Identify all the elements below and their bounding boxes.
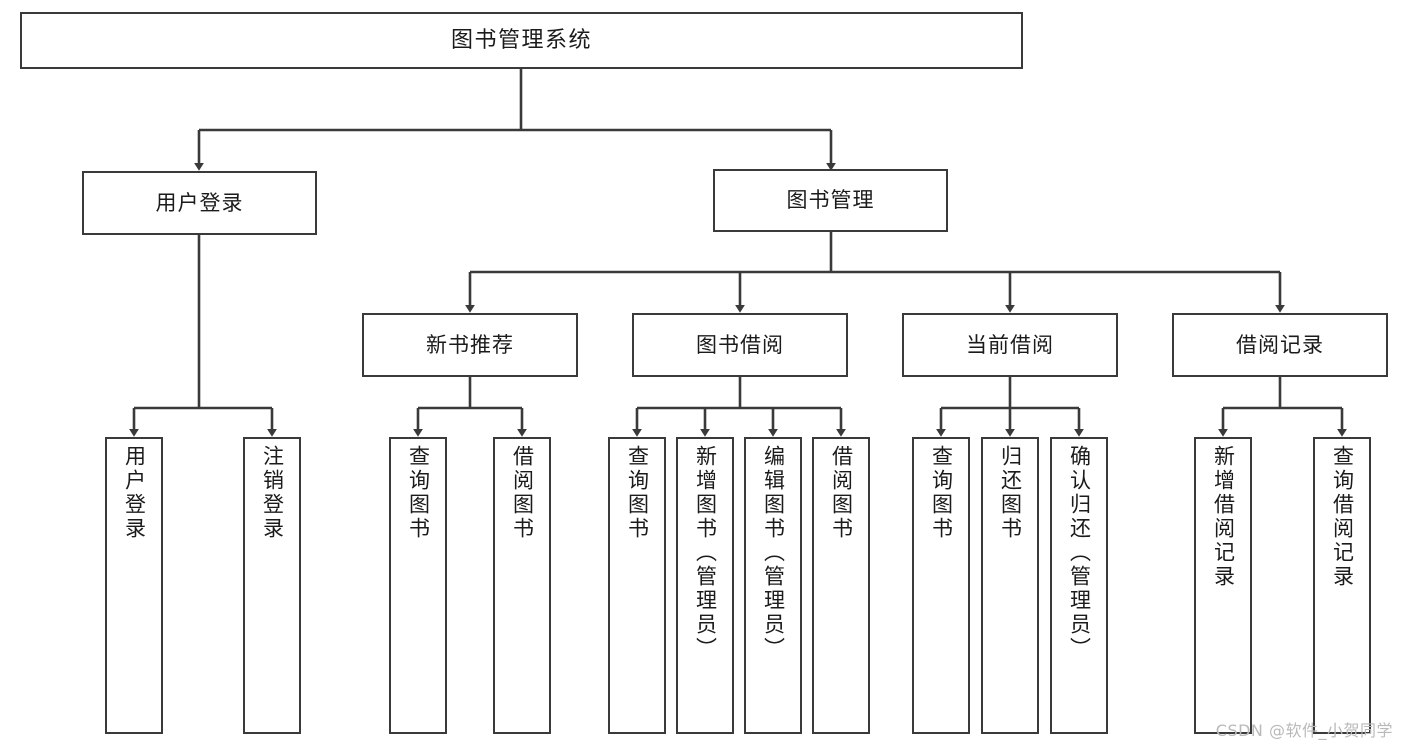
node-leaf-confirm-return-label: 确认归还（管理员） [1067,445,1092,661]
node-leaf-borrow-book-1[interactable]: 借阅图书 [493,437,551,734]
node-leaf-query-book-1[interactable]: 查询图书 [389,437,447,734]
node-root[interactable]: 图书管理系统 [20,12,1023,69]
node-book-manage-label: 图书管理 [786,188,875,213]
node-leaf-logout-label: 注销登录 [260,445,285,541]
node-leaf-confirm-return[interactable]: 确认归还（管理员） [1050,437,1108,734]
node-leaf-query-record[interactable]: 查询借阅记录 [1313,437,1371,734]
node-leaf-query-book-3-label: 查询图书 [929,445,954,541]
node-leaf-add-record[interactable]: 新增借阅记录 [1194,437,1252,734]
node-book-borrow[interactable]: 图书借阅 [632,313,848,377]
node-leaf-query-book-2-label: 查询图书 [625,445,650,541]
node-leaf-logout[interactable]: 注销登录 [243,437,301,734]
node-borrow-record[interactable]: 借阅记录 [1172,313,1388,377]
node-new-book-recommend[interactable]: 新书推荐 [362,313,578,377]
node-leaf-return-book[interactable]: 归还图书 [981,437,1039,734]
node-book-borrow-label: 图书借阅 [696,332,784,357]
node-leaf-user-login-label: 用户登录 [122,445,147,541]
node-leaf-query-book-1-label: 查询图书 [406,445,431,541]
node-user-login-label: 用户登录 [155,190,244,215]
node-leaf-user-login[interactable]: 用户登录 [105,437,163,734]
node-leaf-return-book-label: 归还图书 [998,445,1023,541]
node-current-borrow[interactable]: 当前借阅 [902,313,1118,377]
watermark: CSDN @软件_小贺同学 [1215,721,1393,740]
node-current-borrow-label: 当前借阅 [966,332,1054,357]
node-leaf-borrow-book-2[interactable]: 借阅图书 [812,437,870,734]
node-leaf-query-book-3[interactable]: 查询图书 [912,437,970,734]
node-leaf-query-record-label: 查询借阅记录 [1330,445,1355,589]
node-user-login[interactable]: 用户登录 [82,171,317,235]
node-leaf-query-book-2[interactable]: 查询图书 [608,437,666,734]
node-leaf-borrow-book-2-label: 借阅图书 [829,445,854,541]
node-leaf-add-book-label: 新增图书（管理员） [693,445,718,661]
node-book-manage[interactable]: 图书管理 [713,169,948,232]
node-leaf-edit-book[interactable]: 编辑图书（管理员） [744,437,802,734]
node-leaf-edit-book-label: 编辑图书（管理员） [761,445,786,661]
node-leaf-add-record-label: 新增借阅记录 [1211,445,1236,589]
node-borrow-record-label: 借阅记录 [1236,332,1324,357]
node-root-label: 图书管理系统 [450,27,592,53]
node-new-book-recommend-label: 新书推荐 [426,332,514,357]
node-leaf-add-book[interactable]: 新增图书（管理员） [676,437,734,734]
node-leaf-borrow-book-1-label: 借阅图书 [510,445,535,541]
